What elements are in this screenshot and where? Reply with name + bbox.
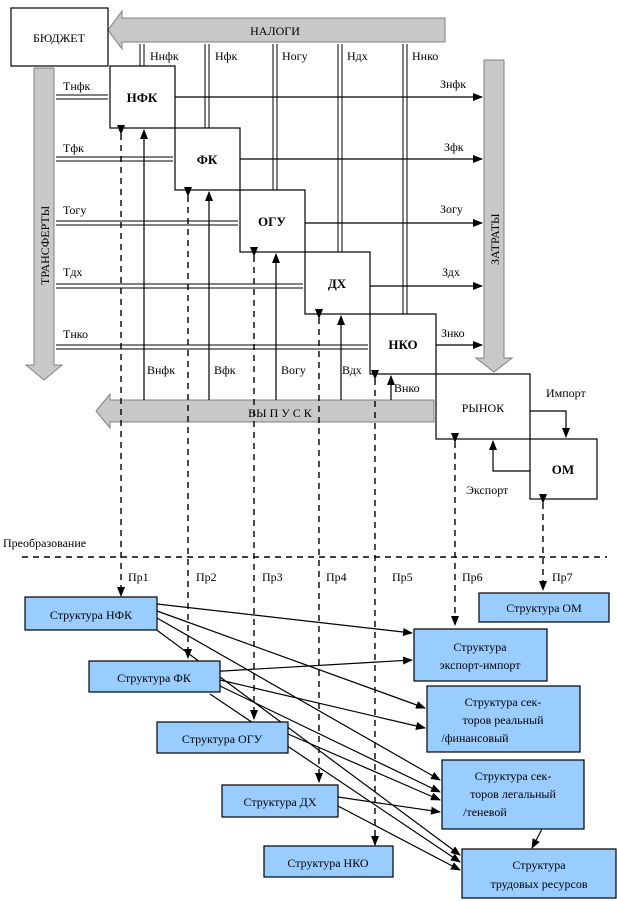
sector-box-nko [369,313,437,375]
structure-mapping-arrows [149,603,543,871]
structure-box-nfk [24,596,158,631]
structure-label: /финансовый [441,731,509,745]
om-box [529,438,598,500]
structure-label: Структура [453,640,507,654]
conversion-label: Пр3 [262,570,283,584]
conversion-label: Пр7 [552,570,573,584]
output-lines [140,129,395,400]
structure-box-dh [221,784,339,818]
transfers-label: ТРАНСФЕРТЫ [38,205,52,285]
sector-box-nfk [109,65,176,129]
transformation-label: Преобразование [3,536,86,550]
budget-label: БЮДЖЕТ [33,31,86,45]
tax-label: Ндх [347,49,368,63]
structure-label: Структура сек- [465,695,542,709]
tax-lines [139,44,408,314]
conversion-label: Пр5 [392,570,413,584]
import-arrow [530,410,570,438]
output-value-label: Вдх [342,363,362,377]
tax-label: Нфк [215,49,237,63]
tax-label: Ннфк [150,49,179,63]
sector-box-dh [304,251,371,315]
structure-label: Структура ДХ [243,795,316,809]
tax-label: Ннко [412,49,438,63]
structure-label: торов легальный [470,787,556,801]
structure-label: Структура НФК [50,608,133,622]
structure-label: Структура ОГУ [182,732,263,746]
sector-name: ФК [197,152,218,167]
structure-label: Структура ОМ [506,601,582,615]
sector-name: ОГУ [258,214,286,229]
transfer-label: Тогу [63,203,86,217]
structure-label: Структура [512,858,566,872]
conversion-label: Пр2 [196,570,217,584]
costs-arrow [474,59,514,373]
conversion-label: Пр1 [128,570,149,584]
sector-box-ogu [239,189,306,253]
structure-box-fk [88,660,221,693]
transfer-label: Тдх [63,265,82,279]
taxes-label: НАЛОГИ [250,24,300,38]
structure-box-legal-shadow [441,759,585,830]
structure-box-ogu [156,721,289,754]
output-value-label: Вогу [281,363,306,377]
transfers-arrow [24,67,64,381]
market-label: РЫНОК [462,401,505,415]
export-label: Экспорт [466,483,509,497]
export-arrow [489,440,530,472]
sector-name: ДХ [328,276,347,291]
conversion-label: Пр4 [326,570,347,584]
output-value-label: Внфк [147,363,175,377]
cost-label: Зогу [440,202,463,216]
structure-label: Структура ФК [117,671,192,685]
market-box [435,373,531,440]
transfer-label: Тнфк [63,79,91,93]
taxes-arrow [107,9,446,51]
cost-label: Знфк [440,77,466,91]
import-label: Импорт [546,386,587,400]
transfer-label: Тнко [63,327,88,341]
structure-box-labor [461,848,617,899]
conversion-arrows [117,125,547,846]
sector-box-fk [174,127,241,191]
budget-box [10,7,109,67]
output-label: ВЫ П У С К [248,406,313,420]
conversion-label: Пр6 [462,570,483,584]
structure-box-om [478,592,610,623]
tax-label: Ногу [282,49,308,63]
structure-label: торов реальный [462,713,544,727]
sector-name: НКО [388,337,417,352]
costs-label: ЗАТРАТЫ [488,213,502,265]
output-value-label: Внко [394,381,420,395]
structure-label: Структура НКО [287,856,369,870]
structure-label: Структура сек- [475,769,552,783]
output-arrow [95,392,435,430]
om-label: ОМ [552,462,574,477]
sector-name: НФК [127,90,158,105]
cost-label: Зфк [444,140,464,154]
transfer-label: Тфк [63,141,84,155]
structure-label: /теневой [463,805,507,819]
cost-label: Знко [441,326,465,340]
output-value-label: Вфк [214,363,236,377]
structure-label: трудовых ресурсов [490,877,587,891]
structure-box-real-financial [426,685,581,753]
structure-label: экспорт-импорт [439,658,521,672]
structure-box-nko [263,845,394,878]
cost-lines [175,93,483,349]
structure-box-export-import [413,628,548,682]
cost-label: Здх [442,265,460,279]
